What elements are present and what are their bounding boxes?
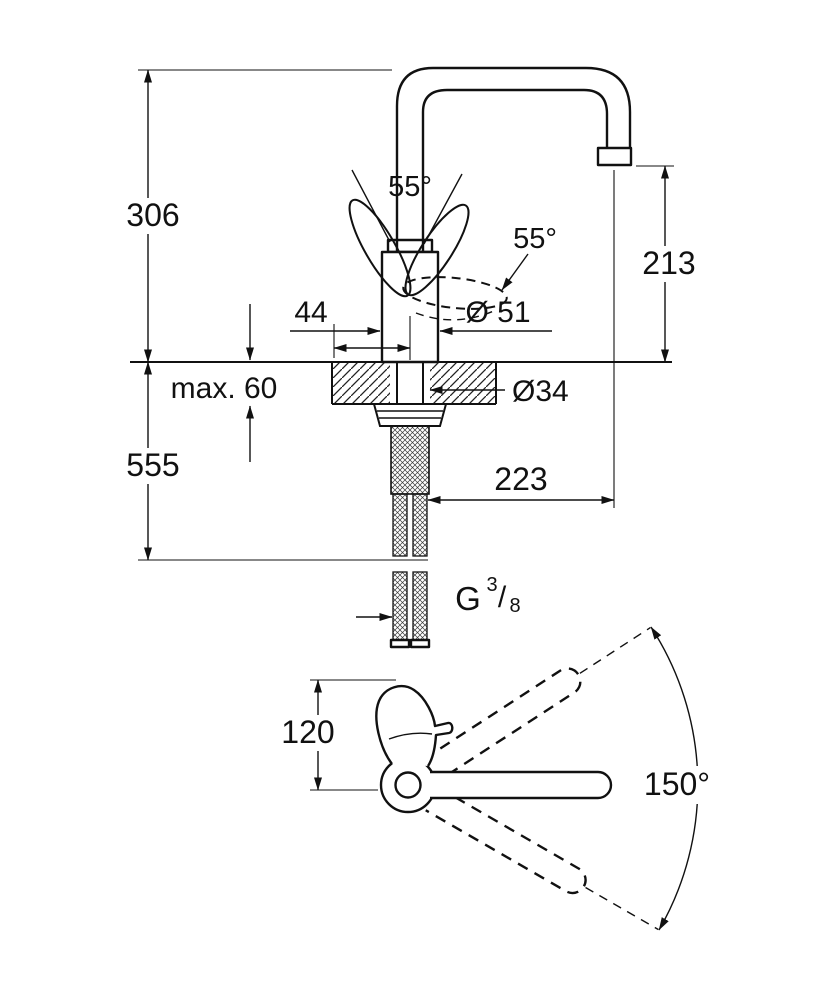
shank-through-deck xyxy=(396,362,424,404)
threaded-shank xyxy=(390,425,430,495)
mounting-hardware xyxy=(372,403,448,495)
label-55-left: 55° xyxy=(388,171,432,203)
handle-dashed xyxy=(402,276,508,310)
label-thread-slash: / xyxy=(498,581,507,614)
label-max-60: max. 60 xyxy=(171,372,278,405)
body-outer-circle xyxy=(379,756,437,814)
label-306: 306 xyxy=(126,197,179,233)
swivel-arc-150: 150° xyxy=(640,626,716,931)
label-thread-numerator: 3 xyxy=(486,574,497,596)
handle-dashed-arc xyxy=(415,309,497,321)
dim-hole-diameter: Ø34 xyxy=(429,375,569,408)
label-223: 223 xyxy=(494,461,547,497)
top-view: 150° 120 xyxy=(281,626,716,931)
angle-55-left: 55° xyxy=(351,169,463,245)
label-44: 44 xyxy=(294,296,327,329)
label-dia-34: Ø34 xyxy=(512,375,569,408)
spout-outline xyxy=(395,66,633,252)
label-150: 150° xyxy=(644,766,710,802)
dim-body-diameter: Ø 51 xyxy=(290,296,552,335)
mounting-nut xyxy=(372,403,448,427)
angle-55-right: 55° xyxy=(501,223,557,291)
label-thread-g: G xyxy=(455,580,481,617)
aerator xyxy=(596,146,633,167)
dim-outlet-height-213: 213 xyxy=(636,165,698,363)
dim-reach-223: 223 xyxy=(427,170,615,508)
dim-offset-44: 44 xyxy=(294,296,411,360)
body-inner-circle xyxy=(394,771,422,799)
dim-height-306: 306 xyxy=(124,69,392,363)
countertop-section xyxy=(130,361,672,405)
label-120: 120 xyxy=(281,714,334,750)
body-top-view xyxy=(379,756,437,814)
dim-handle-120: 120 xyxy=(281,679,396,791)
dim-thread-g38: G 3 / 8 xyxy=(356,574,521,621)
side-view: 306 555 max. 60 55° 55° xyxy=(124,66,698,649)
label-dia-51: Ø 51 xyxy=(465,296,530,329)
spout-arm-dashed-down xyxy=(425,786,659,931)
dim-max-thickness: max. 60 xyxy=(171,304,278,462)
hose-end-left xyxy=(389,638,411,649)
hose-end-right xyxy=(409,638,431,649)
label-55-right: 55° xyxy=(513,223,557,255)
label-thread-denominator: 8 xyxy=(509,595,520,617)
dim-depth-555: 555 xyxy=(124,361,428,561)
spout-arm xyxy=(430,770,613,800)
supply-hoses xyxy=(389,493,431,649)
handle-top-view xyxy=(375,685,454,767)
label-213: 213 xyxy=(642,245,695,281)
handle-solid-left xyxy=(348,198,412,298)
label-555: 555 xyxy=(126,447,179,483)
spout-arm-dashed-up xyxy=(423,627,651,782)
